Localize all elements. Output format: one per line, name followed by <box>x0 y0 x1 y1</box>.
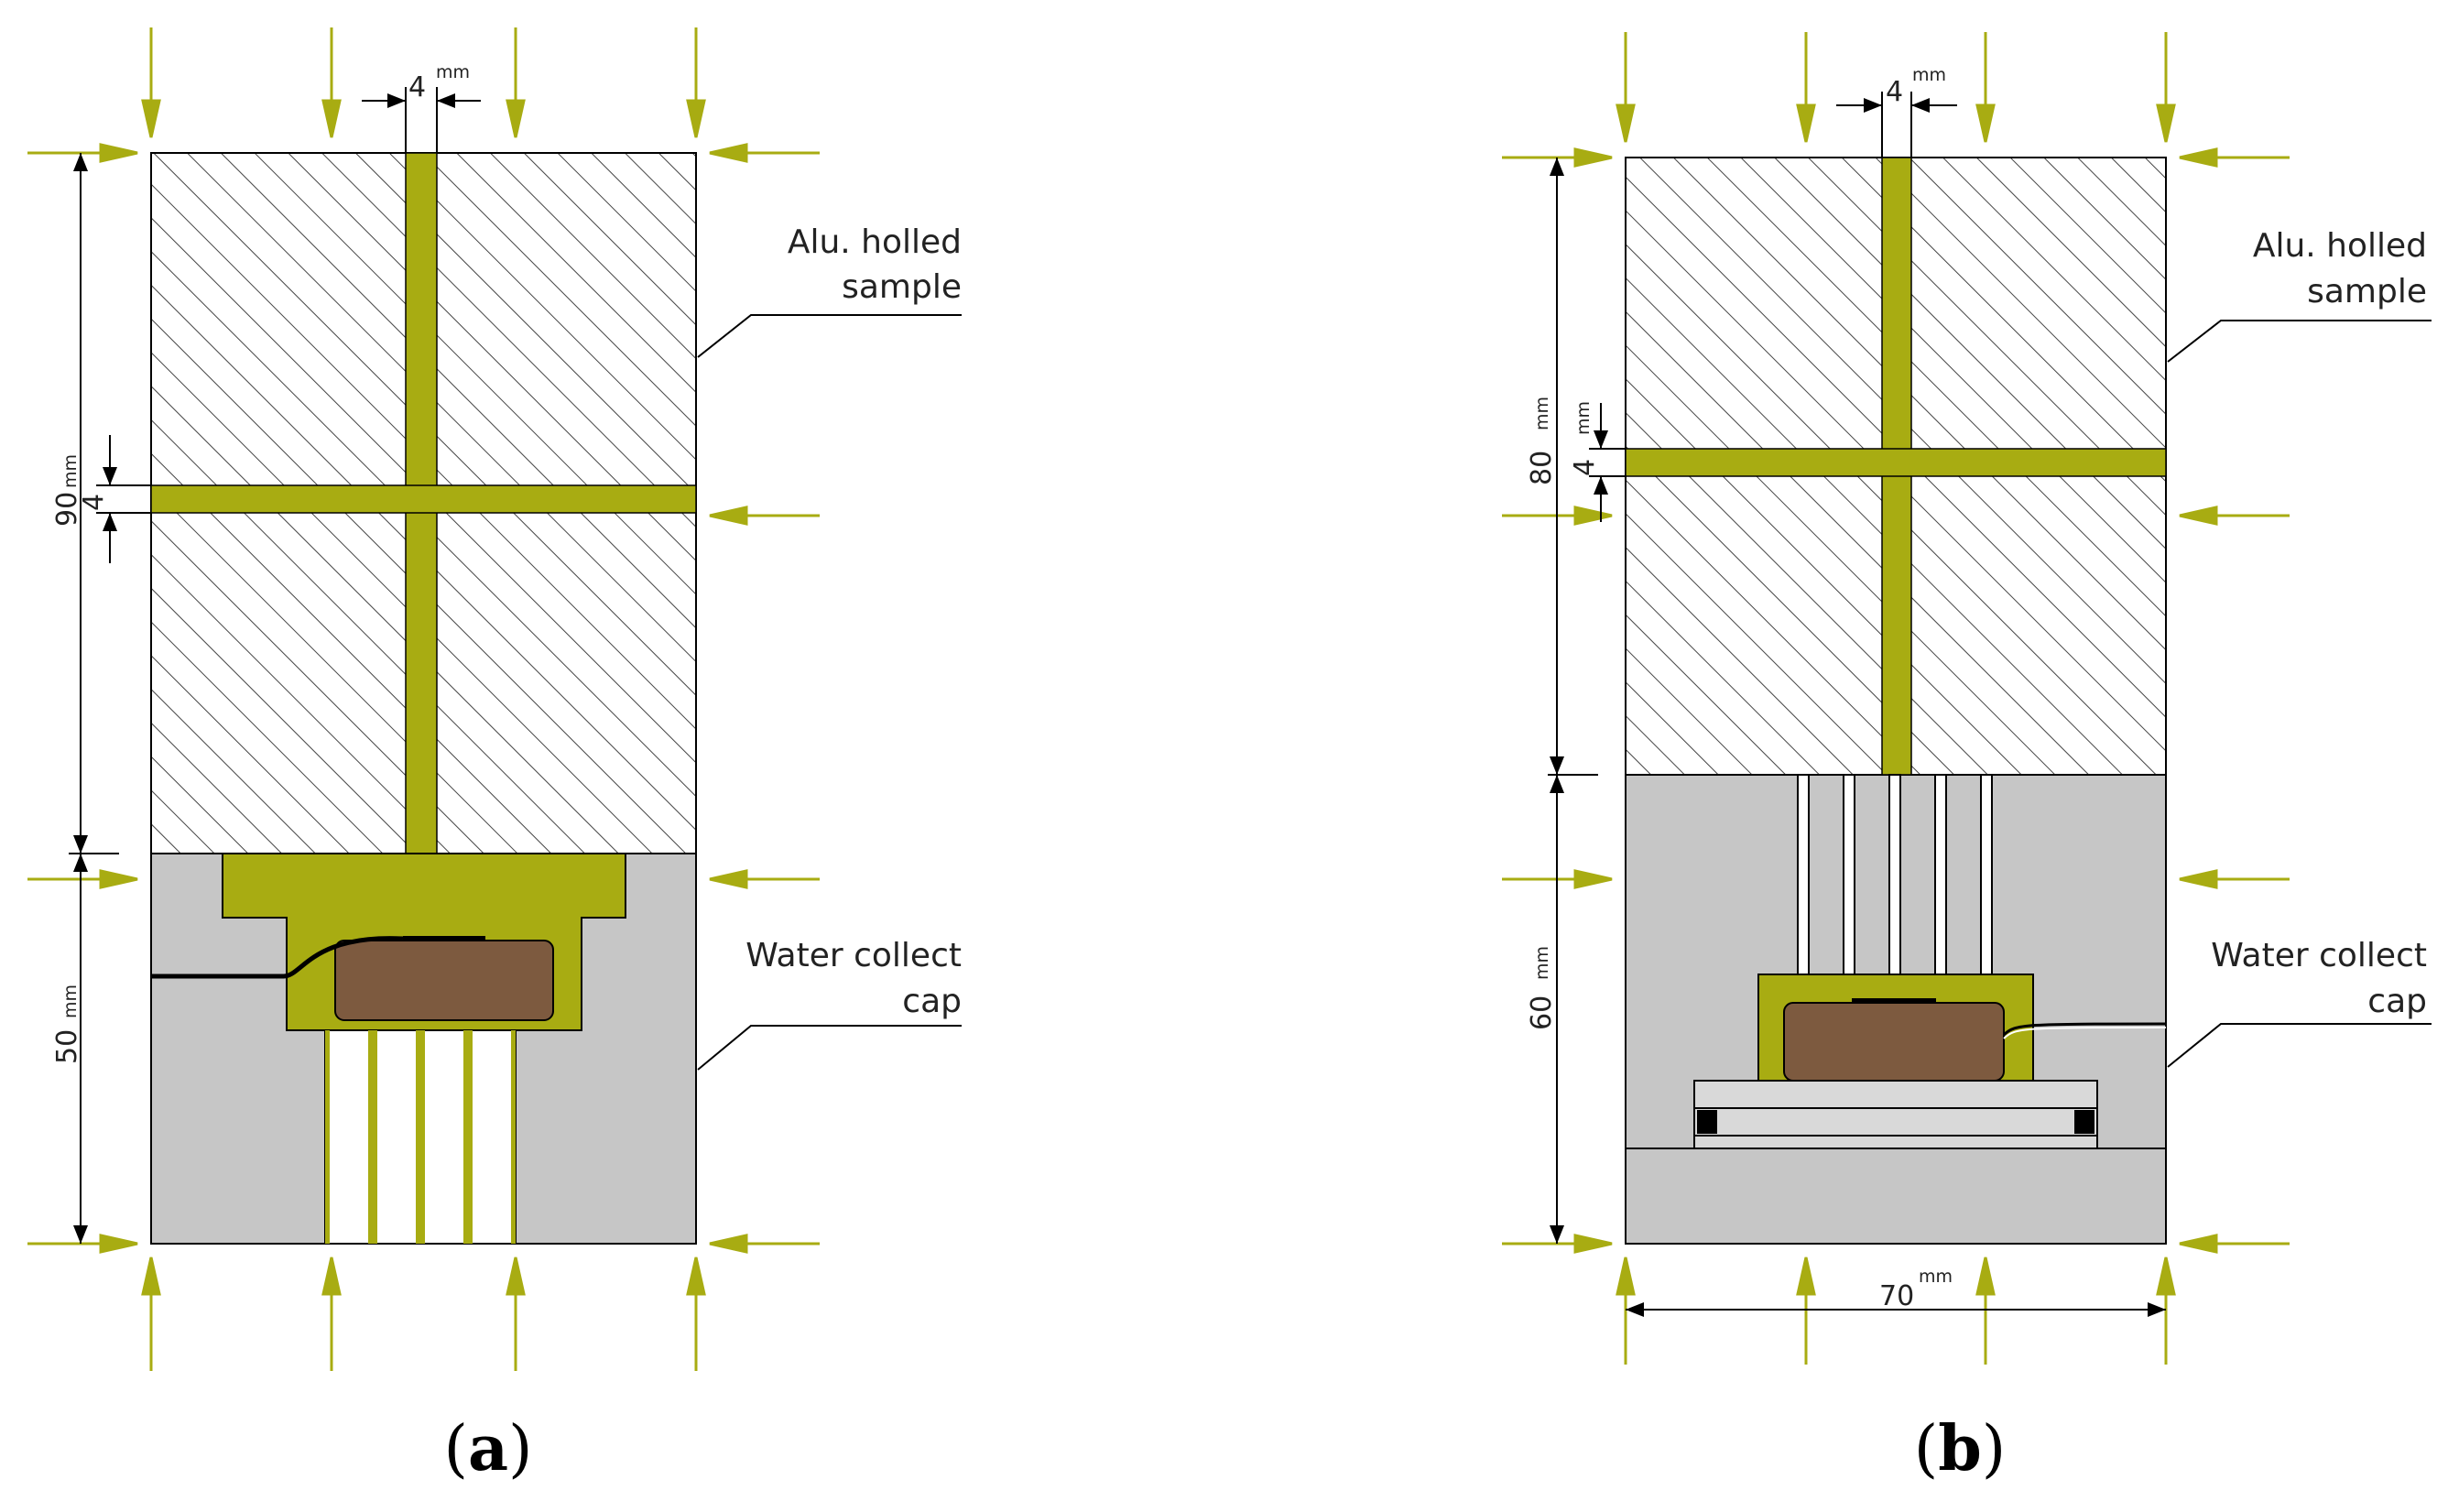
panel-b-sensor <box>1783 1002 2005 1082</box>
panel-b-label-close: ) <box>1982 1413 2007 1485</box>
panel-a-dim-top-unit: mm <box>436 62 470 82</box>
panel-a-sensor-top <box>403 936 485 941</box>
panel-b-dim-channel-unit: mm <box>1573 401 1594 435</box>
panel-a-tube <box>419 1029 469 1245</box>
panel-a: 4 mm 90 mm 4 50 mm Alu. holled sample Wa… <box>27 27 962 1485</box>
panel-a-callout-sample-line1: Alu. holled <box>788 223 962 261</box>
panel-a-drain-tubes <box>324 1029 517 1245</box>
panel-b-label-letter: b <box>1938 1412 1982 1485</box>
panel-b-seal-left <box>1697 1110 1717 1134</box>
panel-a-dim-channel: 4 <box>78 494 110 511</box>
panel-b-label: (b) <box>1914 1412 2007 1485</box>
panel-b-tube <box>1980 774 1993 975</box>
panel-b-label-open: ( <box>1914 1413 1939 1485</box>
panel-a-dim-height-cap: 50 <box>51 1029 83 1064</box>
panel-a-tube <box>324 1029 374 1245</box>
panel-b-dimension-lines <box>1548 92 2166 1317</box>
panel-b-callout-lines <box>2167 320 2432 1068</box>
panel-b-tube <box>1843 774 1855 975</box>
panel-b-tube <box>1934 774 1947 975</box>
panel-b: 4 mm 80 mm 4 mm 60 mm 70 mm Alu. holled … <box>1502 32 2432 1485</box>
panel-a-tube <box>372 1029 421 1245</box>
panel-b-load-arrows <box>1502 32 2290 1365</box>
panel-b-callout-sample-line2: sample <box>2307 273 2427 310</box>
panel-a-horizontal-channel <box>150 484 697 514</box>
panel-b-callout-sample-line1: Alu. holled <box>2253 227 2427 265</box>
panel-a-dimension-lines <box>69 87 481 1244</box>
panel-b-tube <box>1797 774 1810 975</box>
panel-a-dim-height-sample: 90 <box>51 492 83 527</box>
panel-a-load-arrows <box>27 27 820 1371</box>
panel-b-drain-tubes <box>1797 774 1993 975</box>
panel-b-callout-cap-line2: cap <box>2367 983 2427 1020</box>
panel-a-sensor <box>334 940 554 1021</box>
panel-a-label-close: ) <box>508 1413 533 1485</box>
panel-a-label-open: ( <box>443 1413 468 1485</box>
panel-a-callout-cap-line2: cap <box>902 983 962 1020</box>
panel-a-callout-lines <box>697 314 962 1071</box>
panel-a-dim-height-cap-unit: mm <box>60 984 81 1018</box>
panel-b-dim-height-sample-unit: mm <box>1532 397 1552 430</box>
panel-b-dim-height-sample: 80 <box>1526 451 1558 485</box>
panel-a-callout-cap-line1: Water collect <box>745 937 962 974</box>
panel-b-horizontal-channel <box>1625 448 2167 477</box>
panel-a-dim-top: 4 <box>408 71 426 103</box>
panel-b-dim-channel: 4 <box>1569 459 1601 476</box>
panel-b-dim-height-cap-unit: mm <box>1532 946 1552 980</box>
panel-b-seal-right <box>2074 1110 2094 1134</box>
panel-b-dim-height-cap: 60 <box>1526 995 1558 1030</box>
panel-b-callout-cap-line1: Water collect <box>2211 937 2427 974</box>
panel-b-tube <box>1888 774 1901 975</box>
panel-a-dim-height-sample-unit: mm <box>60 454 81 488</box>
panel-b-dim-width-unit: mm <box>1919 1267 1953 1287</box>
panel-b-sensor-top <box>1852 998 1936 1004</box>
panel-a-label: (a) <box>443 1412 532 1485</box>
panel-b-dim-top-unit: mm <box>1912 65 1946 85</box>
panel-b-dim-width: 70 <box>1879 1280 1914 1312</box>
panel-a-label-letter: a <box>468 1412 508 1485</box>
panel-b-cap-base <box>1625 1148 2167 1245</box>
panel-b-dim-top: 4 <box>1886 76 1903 108</box>
panel-a-cable <box>151 936 404 979</box>
panel-b-platform-inner <box>1693 1107 2098 1137</box>
panel-b-cable <box>2002 1022 2167 1037</box>
panel-a-tube <box>467 1029 517 1245</box>
panel-a-callout-sample-line2: sample <box>842 268 962 306</box>
